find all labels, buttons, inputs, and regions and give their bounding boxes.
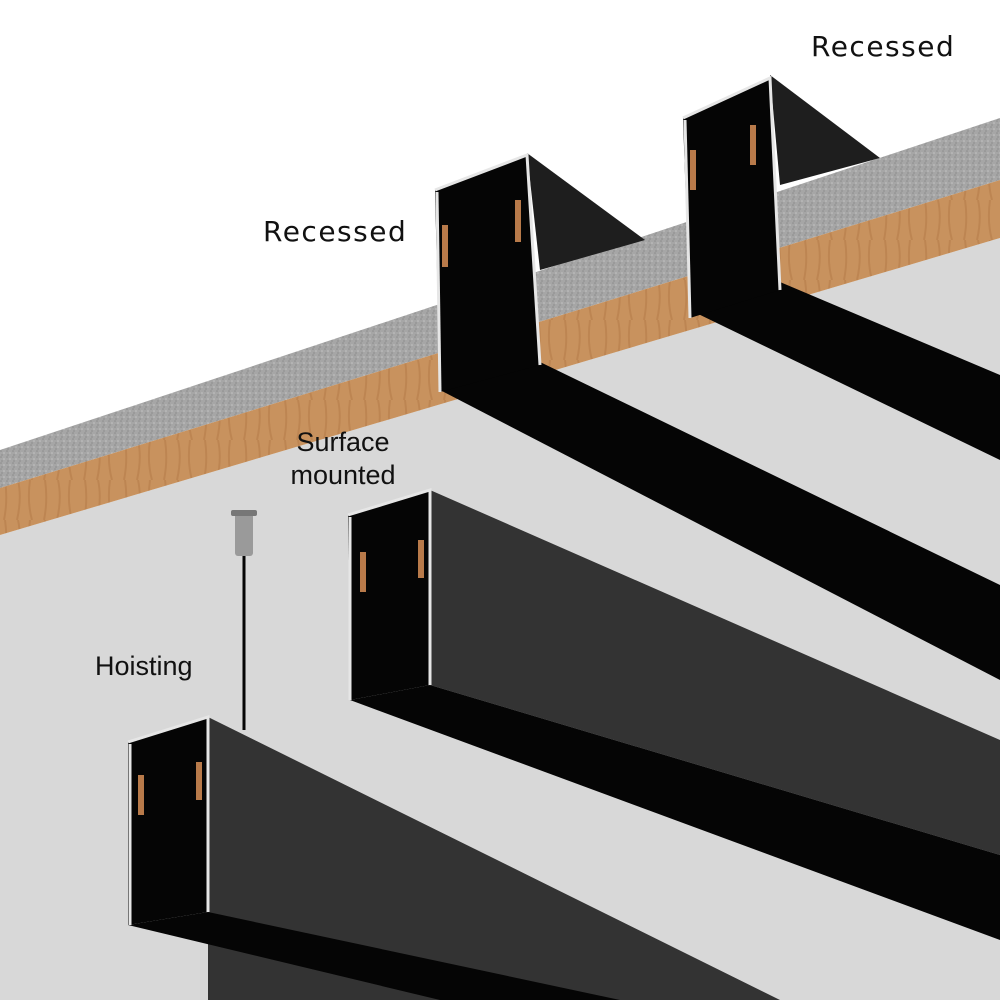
label-recessed-left: Recessed	[263, 215, 408, 248]
hoisting-wire-assembly	[231, 510, 257, 730]
surface-rail	[347, 487, 1000, 940]
label-recessed-right: Recessed	[811, 30, 956, 63]
ceiling-anchor	[235, 512, 253, 556]
label-hoisting: Hoisting	[95, 651, 193, 681]
label-surface-line1: Surface	[296, 427, 390, 457]
recessed-rail-right-bottom	[690, 282, 1000, 460]
recessed-rail-right	[682, 75, 880, 319]
hoisting-rail	[127, 714, 780, 1000]
recessed-rail-left-bottom	[440, 362, 1000, 680]
recessed-rail-left	[434, 152, 645, 393]
label-surface-mounted: Surface mounted	[280, 426, 406, 492]
label-surface-line2: mounted	[290, 460, 396, 490]
